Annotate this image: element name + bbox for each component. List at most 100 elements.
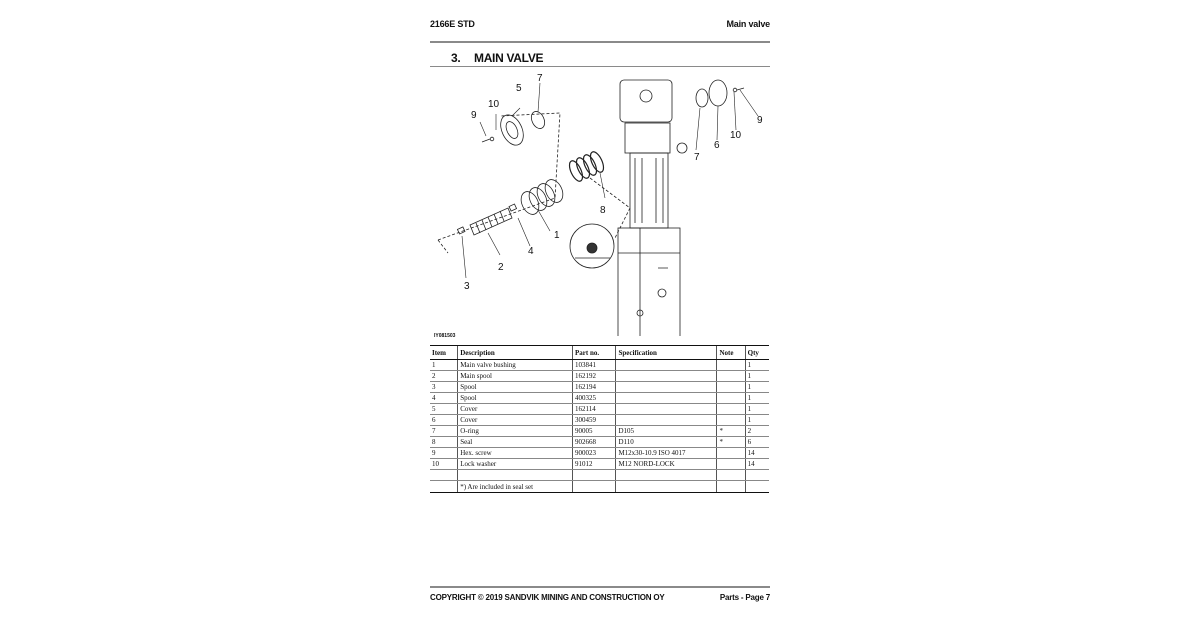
seal-spring [568,151,605,182]
cell: 162114 [571,403,616,415]
cell [716,392,746,404]
parts-table: Item Description Part no. Specification … [430,345,769,493]
cell: 900023 [571,447,616,459]
callout-7-left: 7 [537,73,543,84]
footnote-row: *) Are included in seal set [430,480,769,493]
cell [716,480,746,493]
cell: Spool [457,392,573,404]
cell: 1 [744,403,769,415]
cell: 162194 [571,381,616,393]
col-description: Description [457,345,573,360]
cell: 1 [744,414,769,426]
cell [716,403,746,415]
callout-1: 1 [554,230,560,241]
spool-assembly [456,203,518,236]
cell [430,480,458,493]
cell: Main valve bushing [457,359,573,371]
cell: 8 [430,436,458,448]
cell: 902668 [571,436,616,448]
cell: O-ring [457,425,573,437]
cell: * [716,436,746,448]
cell: 2 [744,425,769,437]
cell: 1 [430,359,458,371]
cell [615,392,717,404]
cell [716,469,746,481]
cell [716,359,746,371]
cell: 6 [430,414,458,426]
callout-2: 2 [498,262,504,273]
table-header-row: Item Description Part no. Specification … [430,345,769,360]
col-item: Item [430,345,458,360]
cell: Lock washer [457,458,573,470]
cell: 162192 [571,370,616,382]
cell: 1 [744,381,769,393]
valve-body [617,79,745,336]
cell [716,458,746,470]
cell: Hex. screw [457,447,573,459]
cell: 6 [744,436,769,448]
cell [716,414,746,426]
cell [430,469,458,481]
figure-id: IY081503 [434,333,456,339]
cell: 2 [430,370,458,382]
cell: 10 [430,458,458,470]
callout-5: 5 [516,83,522,94]
cell: * [716,425,746,437]
cell: 1 [744,370,769,382]
cell: Spool [457,381,573,393]
cell: 7 [430,425,458,437]
cell: M12x30-10.9 ISO 4017 [615,447,717,459]
footnote: *) Are included in seal set [457,480,573,493]
seal-detail-circle [569,223,615,269]
callout-6: 6 [714,140,720,151]
cell: Main spool [457,370,573,382]
cell: 1 [744,359,769,371]
callout-10-left: 10 [488,99,500,110]
callout-8: 8 [600,205,606,216]
header-rule [430,41,770,43]
cell [615,403,717,415]
cell: 5 [430,403,458,415]
cell [615,370,717,382]
cell [571,480,616,493]
footer-copyright: COPYRIGHT © 2019 SANDVIK MINING AND CONS… [430,593,665,602]
cell [716,381,746,393]
cell: 14 [744,458,769,470]
footer-page-number: Parts - Page 7 [719,593,770,602]
callout-9-left: 9 [471,110,477,121]
section-title: MAIN VALVE [474,51,544,65]
col-part-no: Part no. [571,345,616,360]
cell [615,381,717,393]
cell: 9 [430,447,458,459]
cell [615,359,717,371]
cell: Seal [457,436,573,448]
cell: 300459 [571,414,616,426]
cell [615,414,717,426]
cell: 91012 [571,458,616,470]
cell: 90005 [571,425,616,437]
callout-3: 3 [464,281,470,292]
cell [744,480,769,493]
cell: 3 [430,381,458,393]
col-qty: Qty [744,345,769,360]
cell: D110 [615,436,717,448]
section-rule [430,66,770,67]
col-specification: Specification [615,345,717,360]
exploded-view-drawing: 7 5 10 9 8 1 4 2 3 7 6 10 9 [437,73,763,336]
cell [615,469,717,481]
callout-10-right: 10 [730,130,742,141]
section-number: 3. [451,51,461,65]
cell: Cover [457,403,573,415]
callout-labels: 7 5 10 9 8 1 4 2 3 7 6 10 9 [464,73,763,292]
cell [615,480,717,493]
valve-bushing [520,179,564,215]
cell: 103841 [571,359,616,371]
callout-7-right: 7 [694,152,700,163]
